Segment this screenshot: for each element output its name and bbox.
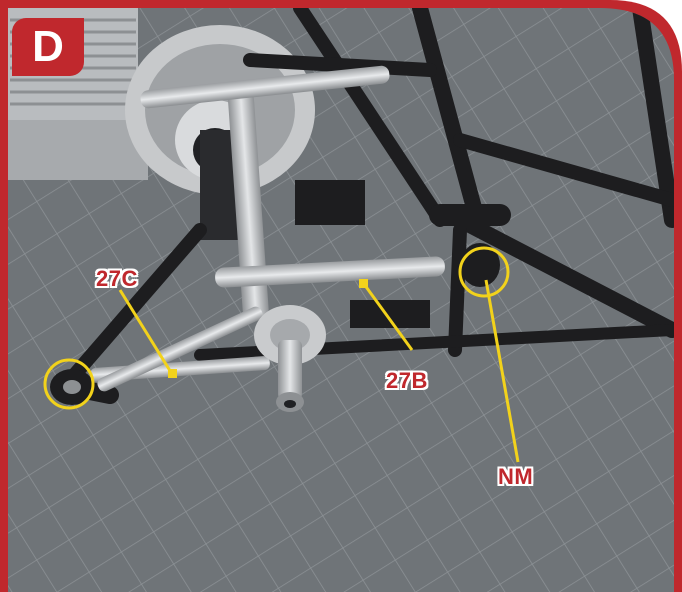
callout-line-27b	[362, 283, 414, 351]
suspension-parts	[50, 65, 500, 412]
callout-circle-nm	[458, 246, 510, 298]
step-badge: D	[12, 18, 84, 76]
callout-line-27c	[118, 289, 174, 375]
label-27b: 27B	[386, 368, 428, 393]
callout-dot-27b	[359, 279, 368, 288]
callout-line-nm	[484, 279, 520, 463]
label-nm: NM	[498, 464, 534, 489]
callout-dot-27c	[168, 369, 177, 378]
callout-lines	[43, 246, 520, 463]
label-27c: 27C	[96, 266, 138, 291]
step-letter: D	[32, 22, 64, 71]
callout-circle-27c	[43, 358, 95, 410]
